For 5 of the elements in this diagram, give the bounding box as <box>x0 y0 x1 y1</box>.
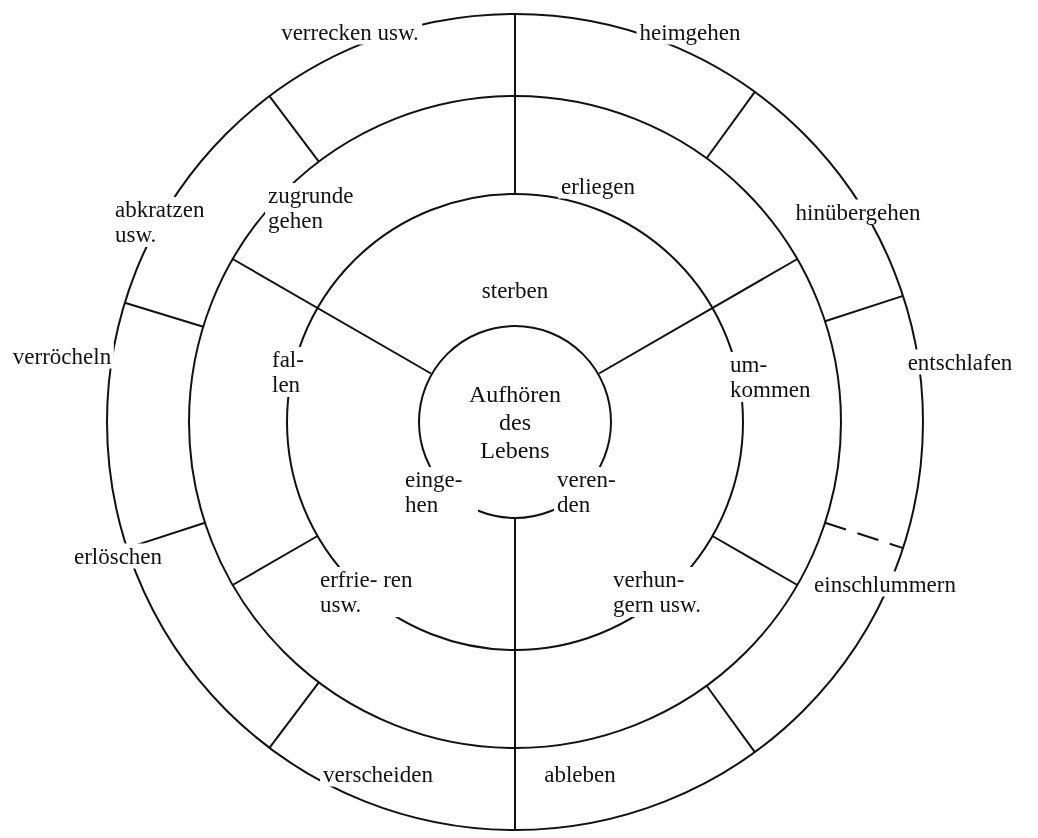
ring-sector-label: einschlummern <box>811 571 959 597</box>
ring-sector-label: hinübergehen <box>792 199 924 225</box>
ring-sector-label: verröcheln <box>9 343 115 369</box>
ring-sector-label: um- kommen <box>727 352 813 402</box>
center-label: Aufhören des Lebens <box>469 380 561 464</box>
